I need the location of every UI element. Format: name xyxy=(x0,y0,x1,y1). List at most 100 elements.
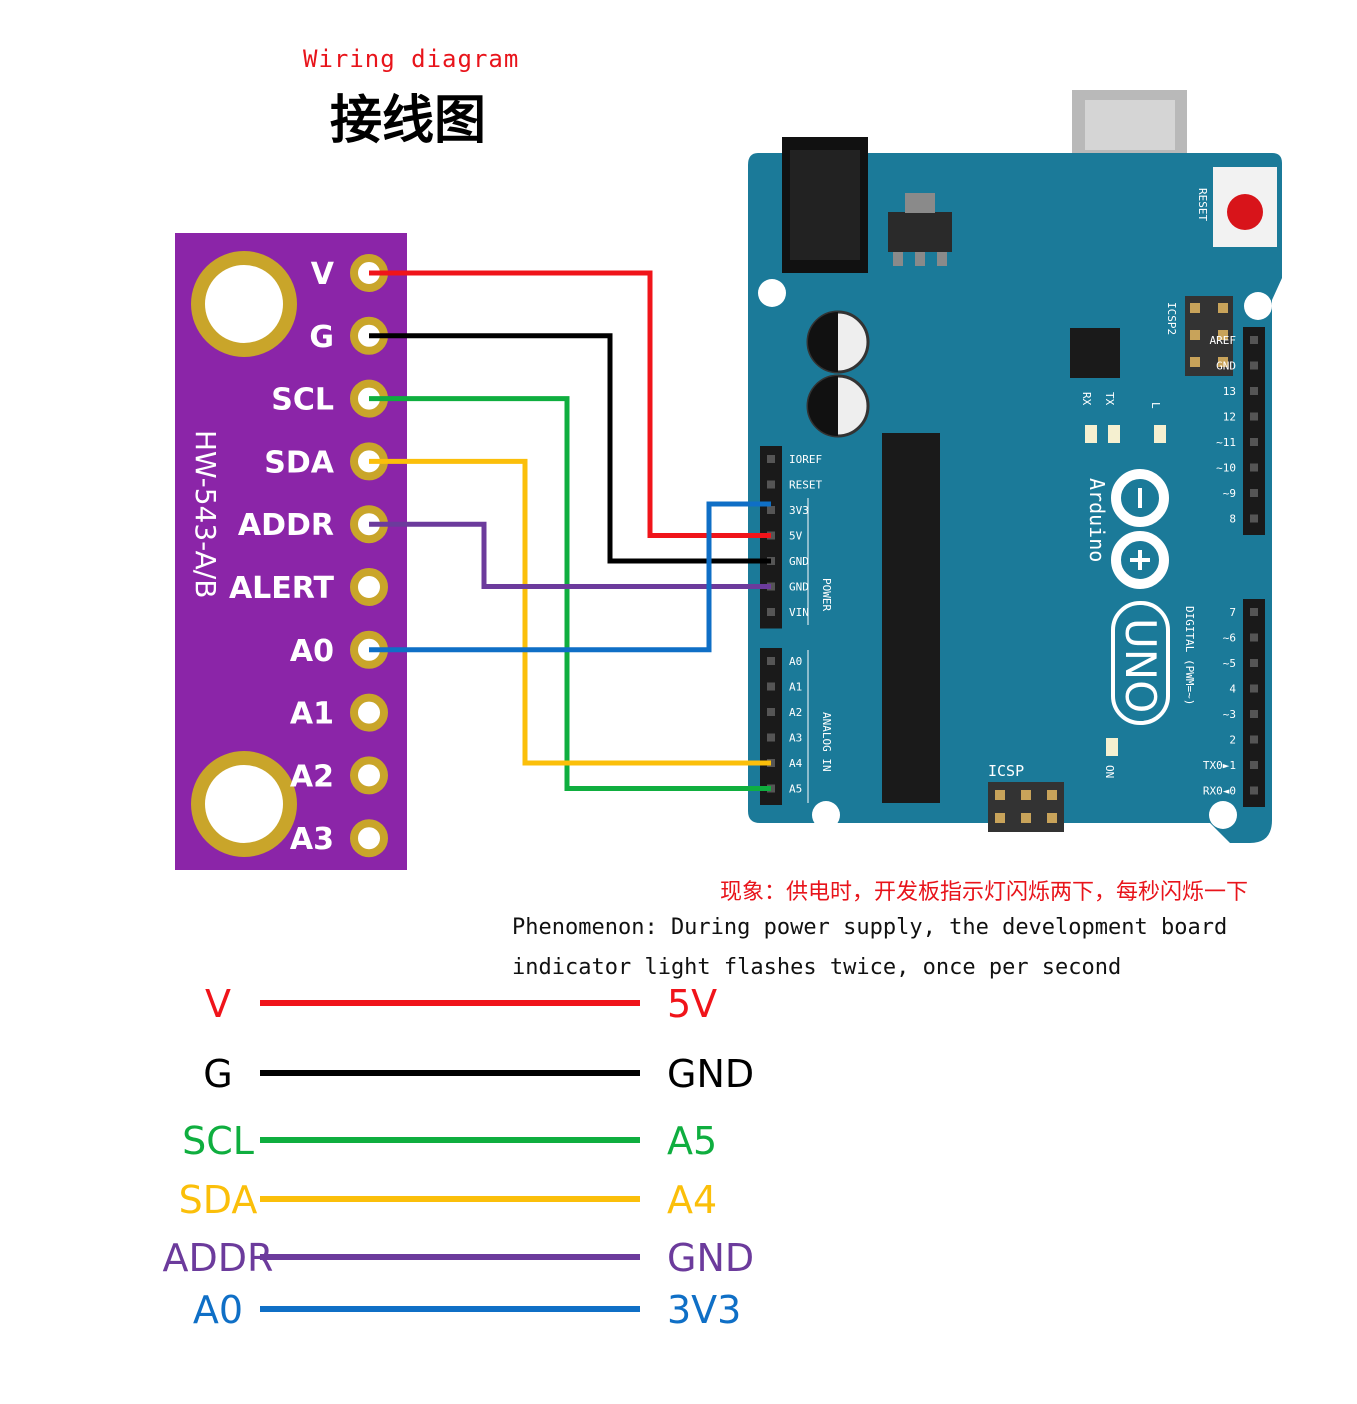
analog-label: ANALOG IN xyxy=(820,712,833,772)
analog-pin-label: A4 xyxy=(789,757,803,770)
analog-socket xyxy=(767,733,775,742)
wire-addr-to-gnd xyxy=(369,521,771,589)
digital-bottom-socket xyxy=(1250,684,1258,693)
wire-scl-to-a5 xyxy=(369,396,771,791)
power-pin-label: GND xyxy=(789,555,809,568)
analog-header xyxy=(760,648,782,805)
digital-bottom-socket xyxy=(1250,710,1258,718)
digital-top-pin-label: GND xyxy=(1216,360,1236,373)
legend-from: ADDR xyxy=(163,1236,274,1280)
legend-to: 5V xyxy=(667,982,717,1026)
led-label-tx: TX xyxy=(1103,392,1116,406)
legend-to: A4 xyxy=(667,1178,717,1222)
led-tx xyxy=(1108,425,1120,443)
module-pin-label: A0 xyxy=(290,634,334,669)
analog-pin-label: A1 xyxy=(789,681,802,694)
digital-bottom-pin-label: RX0◄0 xyxy=(1203,785,1236,798)
legend-from: G xyxy=(203,1052,232,1096)
module-pin-label: A3 xyxy=(290,822,334,857)
mounting-hole xyxy=(191,251,297,357)
digital-label: DIGITAL (PWM=~) xyxy=(1183,606,1196,705)
power-pin-label: VIN xyxy=(789,606,809,619)
digital-bottom-pin-label: TX0►1 xyxy=(1203,759,1236,772)
legend-to: A5 xyxy=(667,1119,717,1163)
digital-top-socket xyxy=(1250,514,1258,523)
digital-bottom-pin-label: ~5 xyxy=(1223,657,1236,670)
analog-socket xyxy=(767,708,775,716)
icsp-header xyxy=(988,782,1064,832)
digital-bottom-header xyxy=(1243,599,1265,807)
analog-pin-label: A0 xyxy=(789,655,802,668)
module-pin-label: SCL xyxy=(271,383,334,418)
analog-socket xyxy=(767,682,775,691)
digital-bottom-socket xyxy=(1250,608,1258,616)
module-pin-a3 xyxy=(350,819,388,858)
mounting-hole xyxy=(1209,801,1237,829)
mounting-hole xyxy=(1244,292,1272,320)
module-name: HW-543-A/B xyxy=(189,430,222,598)
microcontroller-chip xyxy=(882,433,940,803)
legend-from: V xyxy=(205,982,231,1026)
power-pin-label: 3V3 xyxy=(789,504,809,517)
icsp-label: ICSP xyxy=(988,762,1024,780)
wire-g-to-gnd xyxy=(369,333,771,564)
led-on xyxy=(1106,738,1118,756)
module-pin-label: G xyxy=(309,320,334,355)
digital-top-pin-label: ~10 xyxy=(1216,462,1236,475)
digital-top-pin-label: 8 xyxy=(1229,513,1236,526)
module-pin-a1 xyxy=(350,693,388,732)
wires xyxy=(369,270,771,791)
digital-top-pin-label: AREF xyxy=(1210,334,1237,347)
digital-bottom-socket xyxy=(1250,735,1258,744)
module-pin-label: SDA xyxy=(264,445,335,480)
digital-top-pin-label: 13 xyxy=(1223,385,1236,398)
power-pin-label: IOREF xyxy=(789,453,822,466)
module-pin-label: V xyxy=(311,257,335,292)
module-pin-label: ADDR xyxy=(238,508,334,543)
phenomenon-chinese: 现象：供电时，开发板指示灯闪烁两下，每秒闪烁一下 xyxy=(720,880,1249,905)
uno-badge xyxy=(1111,601,1170,725)
analog-pin-label: A5 xyxy=(789,783,802,796)
power-socket xyxy=(767,608,775,616)
module-pin-label: A1 xyxy=(290,697,334,732)
digital-bottom-pin-label: 4 xyxy=(1229,683,1236,696)
digital-bottom-pin-label: ~3 xyxy=(1223,708,1236,721)
power-label: POWER xyxy=(820,578,833,611)
digital-bottom-socket xyxy=(1250,786,1258,795)
analog-pin-label: A3 xyxy=(789,732,802,745)
digital-bottom-pin-label: 7 xyxy=(1229,606,1236,619)
digital-top-socket xyxy=(1250,489,1258,497)
voltage-regulator xyxy=(888,212,952,252)
digital-bottom-socket xyxy=(1250,633,1258,642)
arduino-logo xyxy=(1111,469,1169,589)
digital-bottom-socket xyxy=(1250,659,1258,667)
digital-top-pin-label: ~11 xyxy=(1216,436,1236,449)
analog-pin-label: A2 xyxy=(789,706,802,719)
title-english: Wiring diagram xyxy=(303,45,520,73)
reset-label: RESET xyxy=(1196,188,1209,221)
mounting-hole xyxy=(758,279,786,307)
digital-top-socket xyxy=(1250,412,1258,421)
digital-bottom-socket xyxy=(1250,761,1258,769)
digital-top-pin-label: ~9 xyxy=(1223,487,1236,500)
power-pin-label: GND xyxy=(789,581,809,594)
brand-label: Arduino xyxy=(1085,478,1109,562)
digital-top-socket xyxy=(1250,336,1258,344)
led-rx xyxy=(1085,425,1097,443)
mounting-hole xyxy=(191,751,297,857)
usb-chip xyxy=(1070,328,1120,378)
on-label: ON xyxy=(1103,765,1116,778)
digital-top-socket xyxy=(1250,463,1258,472)
icsp2-label: ICSP2 xyxy=(1165,302,1178,335)
digital-bottom-pin-label: 2 xyxy=(1229,734,1236,747)
wire-a0-to-3v3 xyxy=(369,501,771,653)
title-chinese: 接线图 xyxy=(330,91,487,151)
legend-to: GND xyxy=(667,1052,754,1096)
module-pin-a2 xyxy=(350,756,388,795)
module-pin-label: A2 xyxy=(290,759,334,794)
mounting-hole xyxy=(812,801,840,829)
analog-socket xyxy=(767,657,775,665)
